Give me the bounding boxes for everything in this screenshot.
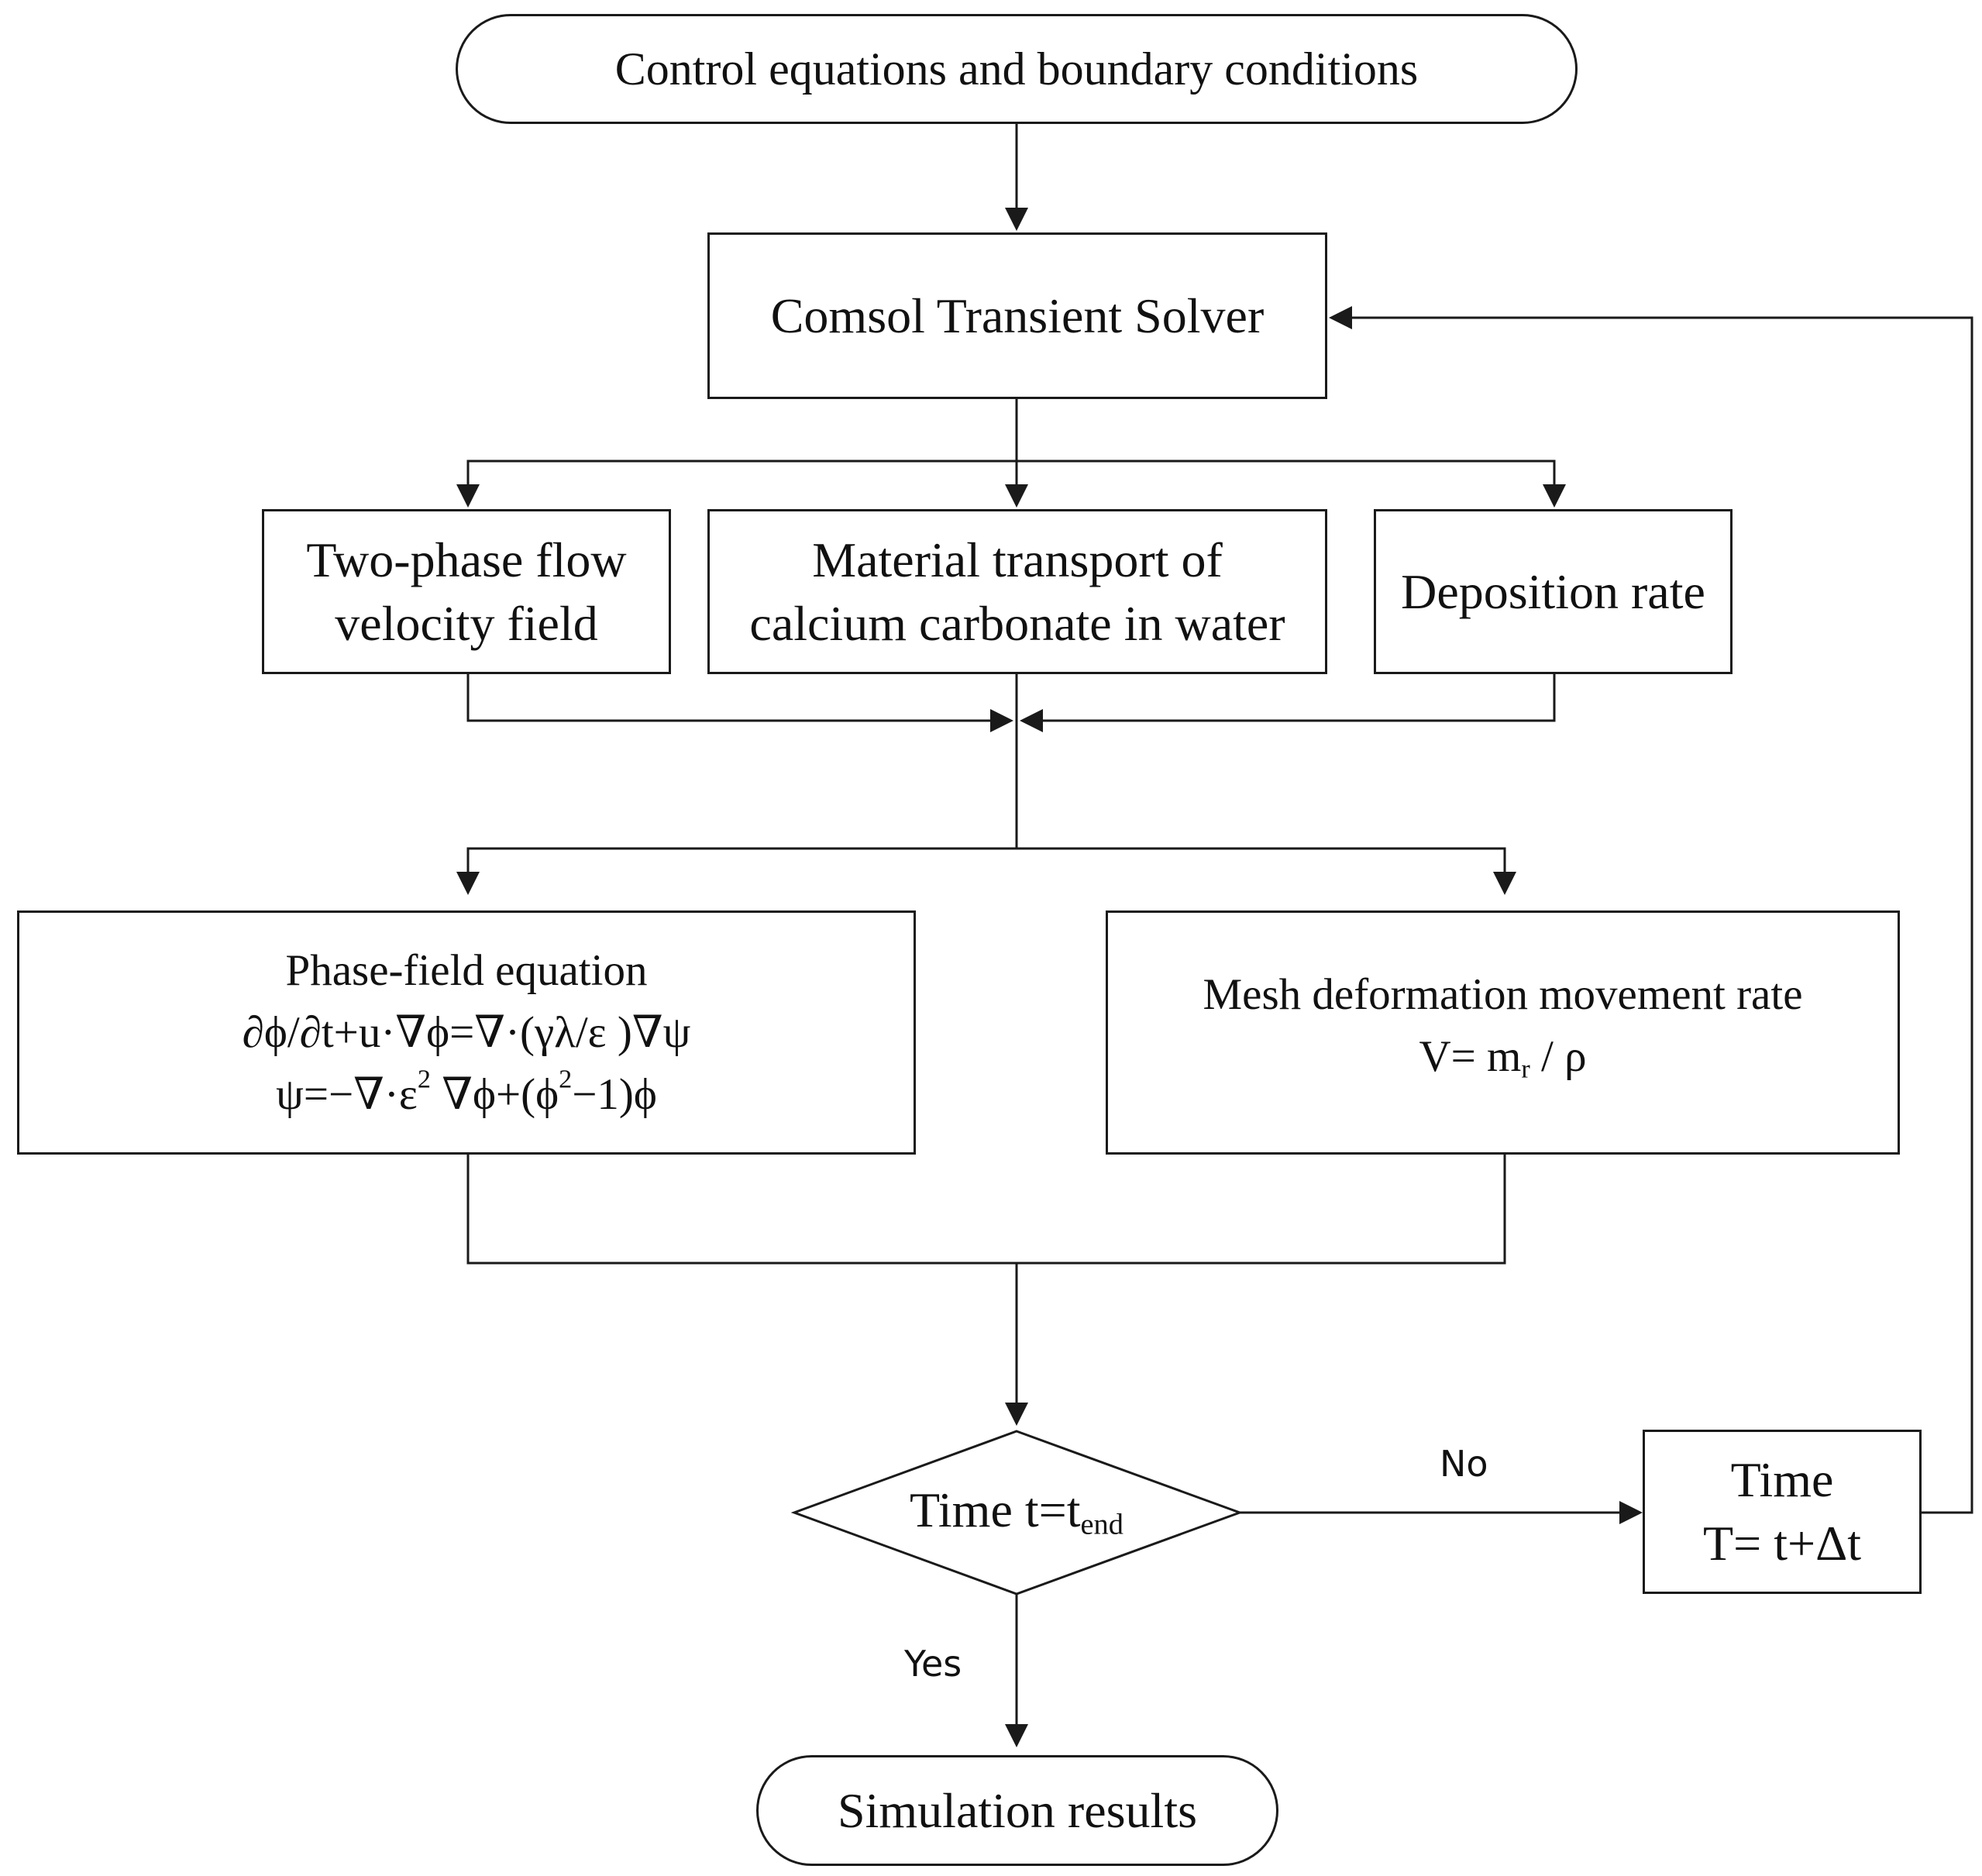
- arrowhead-phasefield: [456, 872, 480, 895]
- arrowhead-mesh: [1493, 872, 1516, 895]
- mesh-title: Mesh deformation movement rate: [1203, 970, 1803, 1020]
- start-terminal: Control equations and boundary condition…: [456, 14, 1578, 124]
- two-phase-label-line1: Two-phase flow: [306, 532, 627, 587]
- end-label: Simulation results: [838, 1782, 1197, 1838]
- edge-deposition-merge: [1043, 674, 1556, 722]
- mesh-deformation-box: Mesh deformation movement rate V= mr / ρ: [1106, 910, 1900, 1155]
- arrowhead-decision: [1005, 1403, 1028, 1426]
- yes-label: Yes: [904, 1643, 962, 1685]
- phase-field-box: Phase-field equation ∂ϕ/∂t+u·∇ϕ=∇·(γλ/ε …: [17, 910, 916, 1155]
- material-transport-box: Material transport of calcium carbonate …: [707, 509, 1327, 674]
- arrowhead-merge-right: [1020, 709, 1043, 732]
- two-phase-label-line2: velocity field: [335, 595, 598, 651]
- time-update-line1: Time: [1730, 1452, 1834, 1507]
- phase-field-equation-2: ψ=−∇·ε2 ∇ϕ+(ϕ2−1)ϕ: [276, 1065, 657, 1119]
- solver-label: Comsol Transient Solver: [770, 287, 1265, 343]
- edge-loop-back: [1352, 316, 1973, 1514]
- arrowhead-deposition: [1543, 484, 1566, 508]
- solver-box: Comsol Transient Solver: [707, 232, 1327, 399]
- material-label-line2: calcium carbonate in water: [749, 595, 1285, 651]
- edge-merge2-bar: [466, 1155, 1506, 1265]
- arrowhead-end: [1005, 1724, 1028, 1747]
- decision-diamond: [790, 1430, 1244, 1595]
- edge-split-bar: [466, 460, 1556, 484]
- deposition-label: Deposition rate: [1401, 563, 1705, 619]
- time-update-line2: T= t+Δt: [1703, 1516, 1861, 1571]
- arrowhead-time-update: [1619, 1501, 1643, 1524]
- arrowhead-merge-left: [990, 709, 1013, 732]
- end-terminal: Simulation results: [756, 1755, 1278, 1866]
- material-label-line1: Material transport of: [812, 532, 1223, 587]
- arrowhead-loop-solver: [1329, 306, 1352, 329]
- two-phase-box: Two-phase flow velocity field: [262, 509, 671, 674]
- phase-field-title: Phase-field equation: [285, 945, 648, 995]
- start-label: Control equations and boundary condition…: [614, 43, 1419, 95]
- edge-split2-bar: [466, 847, 1506, 872]
- deposition-rate-box: Deposition rate: [1374, 509, 1733, 674]
- decision-label: Time t=tend: [910, 1482, 1123, 1541]
- phase-field-equation-1: ∂ϕ/∂t+u·∇ϕ=∇·(γλ/ε )∇ψ: [242, 1007, 691, 1057]
- mesh-equation: V= mr / ρ: [1419, 1032, 1587, 1084]
- edge-twophase-merge: [466, 674, 990, 722]
- arrowhead-solver: [1005, 208, 1028, 231]
- no-label: No: [1440, 1443, 1488, 1485]
- time-update-box: Time T= t+Δt: [1643, 1430, 1922, 1594]
- arrowhead-material: [1005, 484, 1028, 508]
- arrowhead-twophase: [456, 484, 480, 508]
